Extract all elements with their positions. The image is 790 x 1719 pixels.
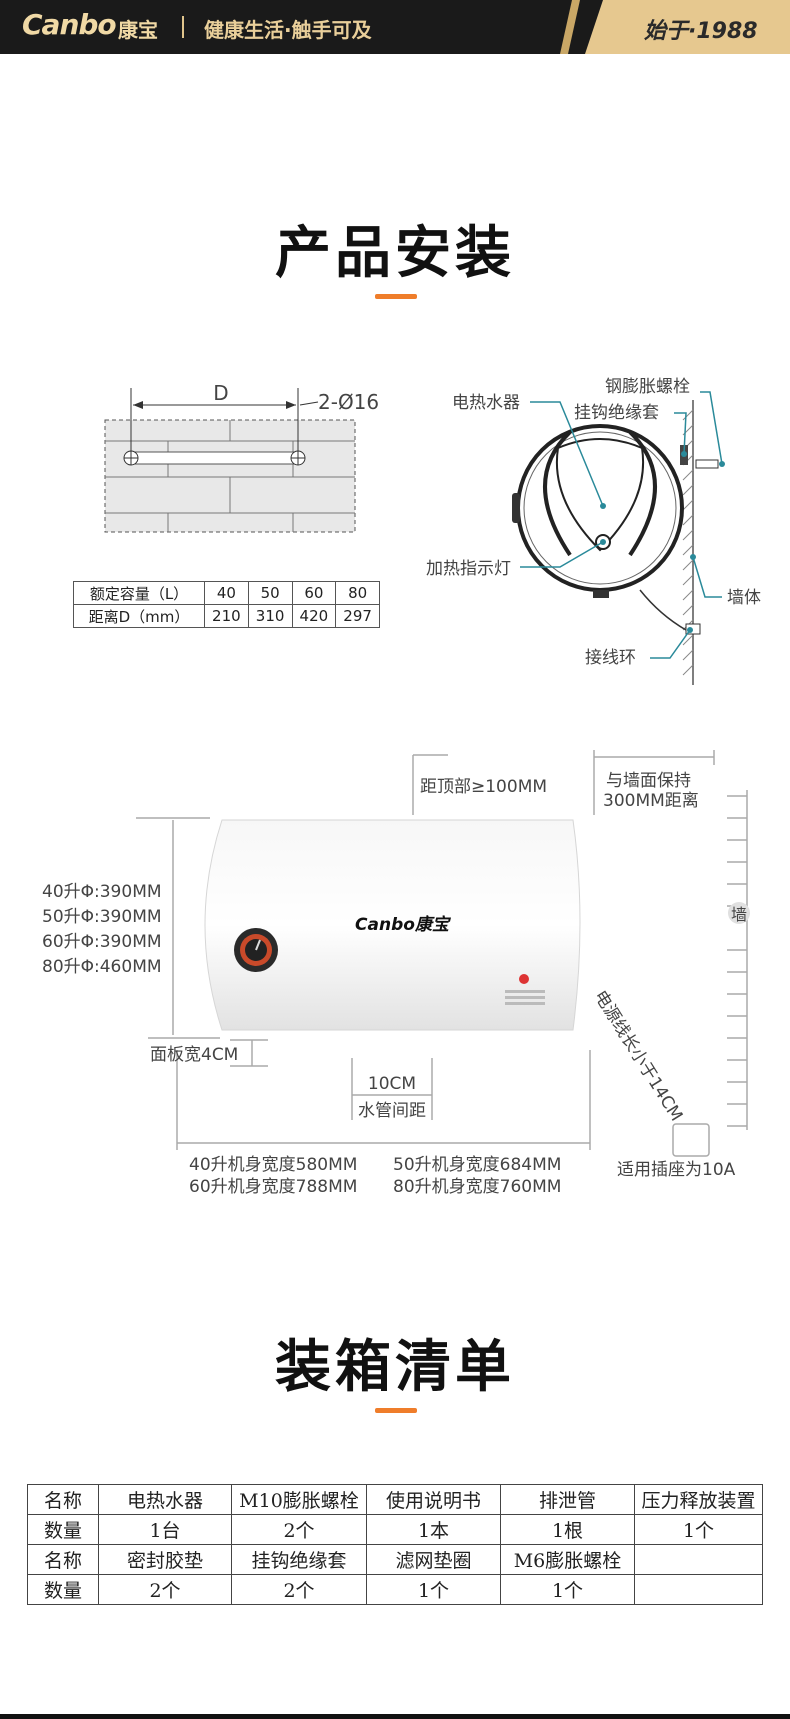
packing-cell: 1台 [98, 1514, 232, 1545]
pipe-distance-value: 10CM [368, 1074, 416, 1094]
label-wiring-ring: 接线环 [585, 648, 636, 668]
table-row: 距离D（mm） 210 310 420 297 [73, 604, 380, 628]
spec-cell: 50 [247, 581, 293, 605]
packing-cell: 1本 [366, 1514, 501, 1545]
packing-cell [634, 1544, 763, 1575]
spec-cell: 420 [291, 604, 337, 628]
table-row: 数量 1台 2个 1本 1根 1个 [27, 1514, 763, 1545]
packing-cell: M10膨胀螺栓 [231, 1484, 367, 1515]
spec-cell: 额定容量（L） [73, 581, 205, 605]
packing-cell: 使用说明书 [366, 1484, 501, 1515]
table-row: 名称 密封胶垫 挂钩绝缘套 滤网垫圈 M6膨胀螺栓 [27, 1544, 763, 1575]
label-hook-sleeve: 挂钩绝缘套 [574, 403, 659, 423]
hole-spec-label: 2-Ø16 [318, 390, 379, 414]
install-title-underline [375, 294, 417, 299]
brand-logo-cn: 康宝 [118, 18, 158, 42]
wall-mark-label: 墙 [731, 905, 747, 924]
packing-cell: 1个 [366, 1574, 501, 1605]
spec-cell: 距离D（mm） [73, 604, 205, 628]
packing-title-underline [375, 1408, 417, 1413]
body-width-40l: 40升机身宽度580MM [189, 1155, 357, 1175]
mount-hole-diagram: D 2-Ø16 [104, 381, 379, 533]
label-wall: 墙体 [727, 588, 761, 608]
packing-cell: 1个 [500, 1574, 635, 1605]
spec-table: 额定容量（L） 40 50 60 80 距离D（mm） 210 310 420 … [73, 581, 380, 628]
pipe-distance-label: 水管间距 [358, 1101, 426, 1121]
packing-cell: 压力释放装置 [634, 1484, 763, 1515]
packing-cell: 密封胶垫 [98, 1544, 232, 1575]
brand-slogan: 健康生活·触手可及 [204, 18, 372, 42]
packing-cell: M6膨胀螺栓 [500, 1544, 635, 1575]
bottom-border [0, 1714, 790, 1719]
body-width-60l: 60升机身宽度788MM [189, 1177, 357, 1197]
wall-clearance-line2: 300MM距离 [603, 791, 699, 811]
diameter-40l: 40升Φ:390MM [42, 882, 162, 902]
packing-cell [634, 1574, 763, 1605]
packing-cell: 1根 [500, 1514, 635, 1545]
packing-cell: 名称 [27, 1544, 99, 1575]
cord-length: 电源线长小于14CM [590, 987, 687, 1125]
packing-cell: 数量 [27, 1514, 99, 1545]
packing-list-table: 名称 电热水器 M10膨胀螺栓 使用说明书 排泄管 压力释放装置 数量 1台 2… [27, 1484, 763, 1605]
packing-section-title: 装箱清单 [275, 1335, 515, 1400]
top-banner: Canbo 康宝 健康生活·触手可及 始于·1988 [0, 0, 790, 54]
spec-cell: 310 [247, 604, 293, 628]
install-section-title: 产品安装 [275, 221, 515, 286]
packing-cell: 2个 [231, 1514, 367, 1545]
top-clearance: 距顶部≥100MM [420, 777, 547, 797]
label-expansion-bolt: 钢膨胀螺栓 [605, 377, 690, 397]
packing-cell: 2个 [231, 1574, 367, 1605]
spec-cell: 210 [204, 604, 249, 628]
product-logo: Canbo康宝 [355, 915, 452, 935]
diameter-60l: 60升Φ:390MM [42, 932, 162, 952]
spec-cell: 297 [335, 604, 380, 628]
packing-cell: 挂钩绝缘套 [231, 1544, 367, 1575]
packing-cell: 数量 [27, 1574, 99, 1605]
since-year: 始于·1988 [644, 19, 758, 44]
spec-cell: 80 [335, 581, 380, 605]
packing-cell: 排泄管 [500, 1484, 635, 1515]
body-width-50l: 50升机身宽度684MM [393, 1155, 561, 1175]
packing-cell: 名称 [27, 1484, 99, 1515]
packing-cell: 1个 [634, 1514, 763, 1545]
header-gold-tab [585, 0, 790, 54]
packing-cell: 2个 [98, 1574, 232, 1605]
socket-spec: 适用插座为10A [617, 1160, 736, 1180]
clearance-diagram: 墙 Canbo康宝 [42, 750, 750, 1197]
table-row: 名称 电热水器 M10膨胀螺栓 使用说明书 排泄管 压力释放装置 [27, 1484, 763, 1515]
body-width-80l: 80升机身宽度760MM [393, 1177, 561, 1197]
label-heater: 电热水器 [452, 393, 520, 413]
table-row: 额定容量（L） 40 50 60 80 [73, 581, 380, 605]
diameter-80l: 80升Φ:460MM [42, 957, 162, 977]
panel-width: 面板宽4CM [150, 1045, 238, 1065]
spec-cell: 40 [204, 581, 249, 605]
dimension-d-label: D [213, 381, 228, 405]
header-divider [182, 16, 184, 38]
table-row: 数量 2个 2个 1个 1个 [27, 1574, 763, 1605]
brand-logo: Canbo [22, 8, 117, 41]
packing-cell: 电热水器 [98, 1484, 232, 1515]
side-view-diagram: 电热水器 钢膨胀螺栓 挂钩绝缘套 加热指示灯 墙体 接线环 [426, 377, 761, 685]
label-indicator-light: 加热指示灯 [426, 559, 511, 579]
spec-cell: 60 [291, 581, 337, 605]
packing-cell: 滤网垫圈 [366, 1544, 501, 1575]
diameter-50l: 50升Φ:390MM [42, 907, 162, 927]
wall-clearance-line1: 与墙面保持 [606, 771, 691, 791]
